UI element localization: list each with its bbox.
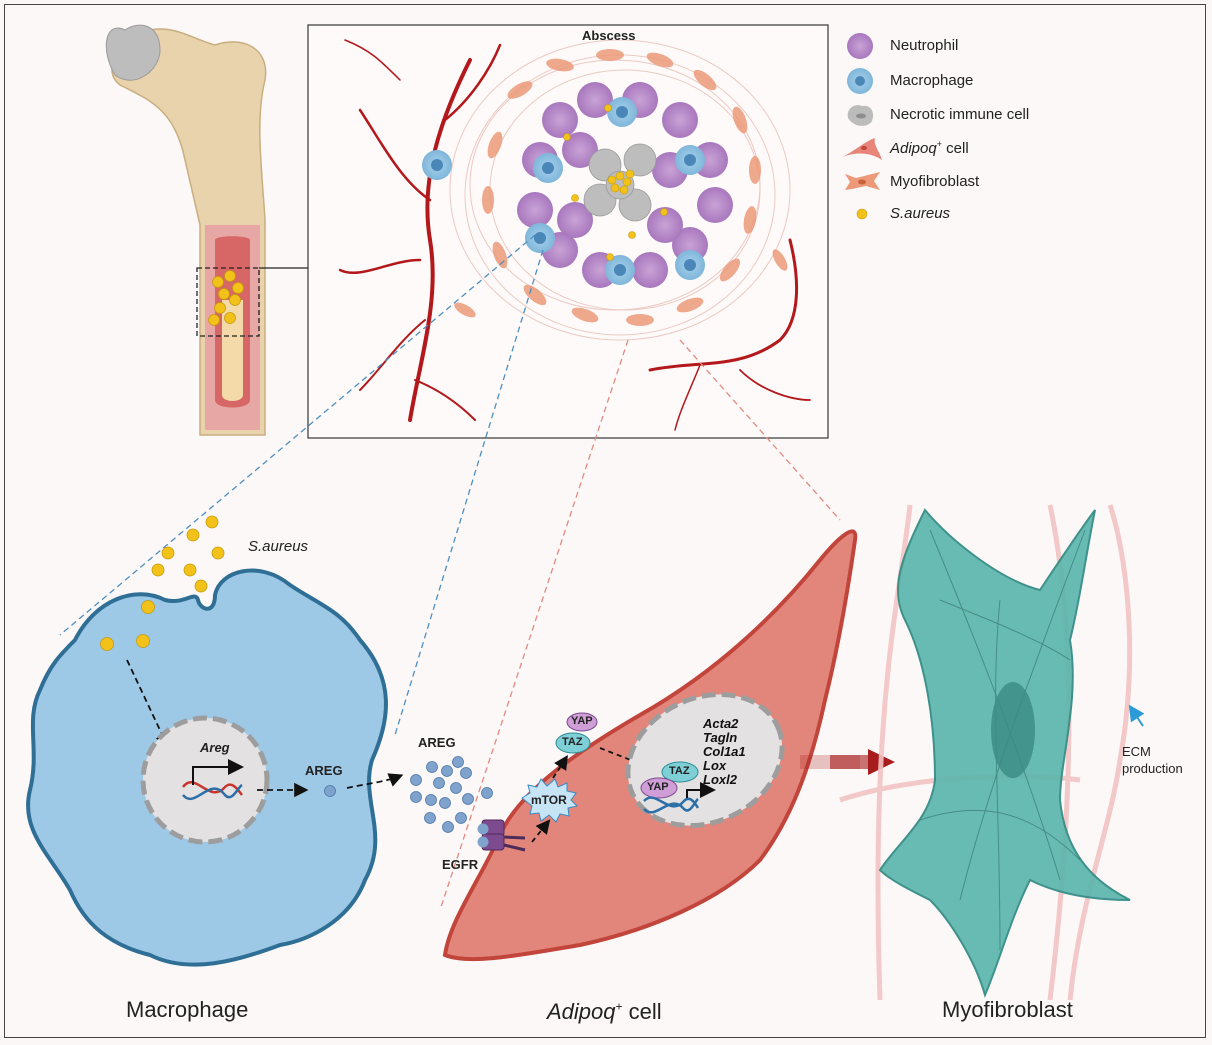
egfr-to-mtor-arrow bbox=[531, 819, 551, 843]
macrophage-nucleus bbox=[140, 715, 270, 845]
gene-loxl2: Loxl2 bbox=[703, 772, 737, 787]
legend-label-adipoq: Adipoq+ cell bbox=[890, 139, 969, 157]
areg-gene-label: Areg bbox=[200, 740, 230, 755]
ecm-arrow-icon bbox=[1128, 704, 1145, 727]
macrophage-icon bbox=[847, 68, 873, 94]
legend-label-neutrophil: Neutrophil bbox=[890, 37, 959, 54]
ecm-label-line2: production bbox=[1122, 761, 1183, 776]
legend-icons bbox=[843, 33, 882, 220]
ecm-production-label: ECM production bbox=[1122, 743, 1183, 777]
taz-label: TAZ bbox=[562, 736, 583, 748]
ecm-label-line1: ECM bbox=[1122, 744, 1151, 759]
myofibroblast-icon bbox=[845, 172, 880, 190]
legend-label-macrophage: Macrophage bbox=[890, 72, 974, 89]
adipoq-title-sup: + bbox=[615, 999, 623, 1014]
egfr-label: EGFR bbox=[442, 857, 479, 872]
gene-acta2: Acta2 bbox=[703, 716, 739, 731]
egfr-receptor bbox=[477, 819, 526, 852]
bone-bacteria-cluster bbox=[208, 270, 244, 326]
myofibroblast-title: Myofibroblast bbox=[942, 997, 1073, 1022]
gene-transcription-arrow bbox=[686, 782, 716, 798]
areg-release-arrow bbox=[346, 773, 404, 789]
legend-adipoq-italic: Adipoq bbox=[890, 140, 937, 157]
yap-label: YAP bbox=[571, 715, 593, 727]
zoom-dashed-lines bbox=[59, 234, 841, 911]
nuclear-yap-protein bbox=[640, 777, 678, 799]
abscess-macrophages bbox=[422, 97, 705, 285]
legend-adipoq-rest: cell bbox=[941, 140, 969, 157]
legend-adipoq-sup: + bbox=[936, 139, 942, 149]
macrophage-bacteria bbox=[100, 515, 225, 651]
areg-ligand-cloud bbox=[410, 756, 493, 833]
legend-label-myofibroblast: Myofibroblast bbox=[890, 173, 980, 190]
femur-bone bbox=[105, 24, 308, 436]
adipoq-cell-title: Adipoq+ cell bbox=[547, 999, 662, 1025]
adipoq-cell-icon bbox=[843, 138, 882, 160]
gene-lox: Lox bbox=[703, 758, 727, 773]
nuclear-yap-label: YAP bbox=[647, 781, 669, 793]
areg-molecule bbox=[324, 785, 336, 797]
mtor-label: mTOR bbox=[531, 793, 567, 807]
legend-label-necrotic: Necrotic immune cell bbox=[890, 106, 1030, 123]
abscess-title: Abscess bbox=[582, 28, 636, 43]
adipoq-title-italic: Adipoq bbox=[547, 999, 616, 1024]
legend-label-s-aureus: S.aureus bbox=[890, 205, 951, 222]
blood-vessels bbox=[338, 39, 811, 431]
gene-col1a1: Col1a1 bbox=[703, 744, 746, 759]
yap-protein bbox=[566, 712, 598, 732]
myofibroblast-nucleus bbox=[991, 682, 1035, 778]
transcription-arrow bbox=[192, 759, 244, 785]
areg-ligand-label: AREG bbox=[418, 735, 456, 750]
s-aureus-label: S.aureus bbox=[248, 538, 309, 555]
taz-protein bbox=[555, 732, 591, 754]
gene-tagln: Tagln bbox=[703, 730, 738, 745]
s-aureus-icon bbox=[856, 208, 868, 220]
neutrophil-icon bbox=[847, 33, 873, 59]
mtor-burst bbox=[521, 778, 578, 823]
areg-protein-label: AREG bbox=[305, 763, 343, 778]
nuclear-dna-icon bbox=[643, 796, 700, 814]
adipoq-title-rest: cell bbox=[622, 999, 662, 1024]
uptake-arrow bbox=[126, 659, 169, 749]
nuclear-taz-protein bbox=[661, 761, 699, 783]
abscess-bacteria bbox=[563, 104, 668, 261]
zoom-region-box bbox=[196, 267, 260, 337]
necrotic-cell-icon bbox=[847, 105, 874, 126]
nuclear-taz-label: TAZ bbox=[669, 765, 690, 777]
mtor-to-yaptaz-arrow bbox=[552, 754, 568, 779]
target-genes-list: Acta2 Tagln Col1a1 Lox Loxl2 bbox=[703, 717, 746, 787]
macrophage-title: Macrophage bbox=[126, 997, 249, 1022]
